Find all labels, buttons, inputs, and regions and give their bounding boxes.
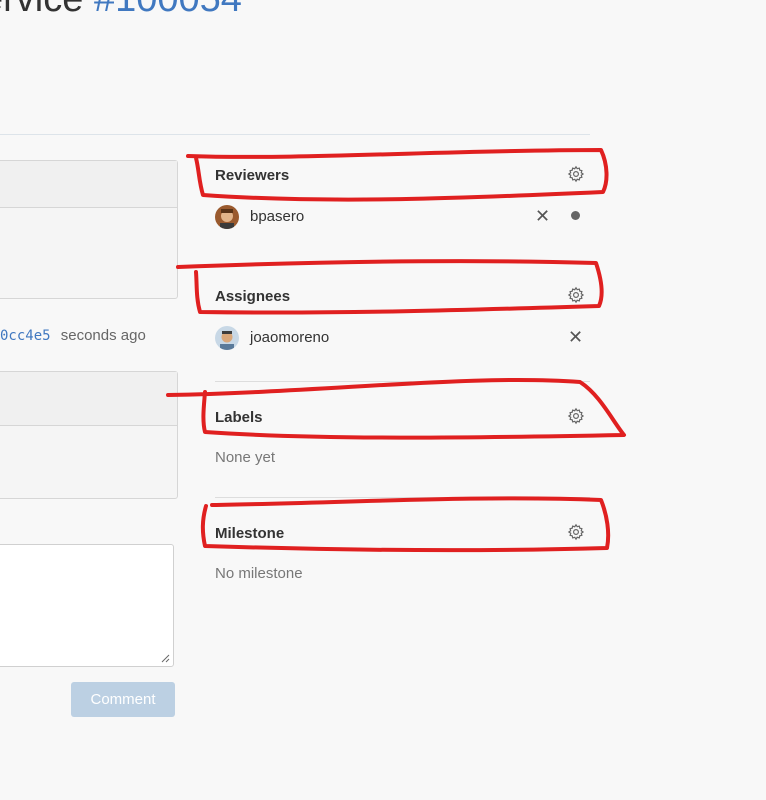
comment-textarea[interactable]: [0, 544, 174, 667]
gear-icon[interactable]: [567, 165, 585, 183]
timeline-comment-header: [0, 161, 177, 208]
milestone-heading: Milestone: [215, 525, 285, 542]
timeline-comment-panel: [0, 160, 178, 299]
reviewer-name[interactable]: bpasero: [250, 208, 305, 225]
commit-line: 0cc4e5 seconds ago: [0, 327, 146, 344]
timeline-review-panel: [0, 371, 178, 499]
sidebar-divider: [215, 497, 590, 498]
avatar[interactable]: [215, 205, 239, 229]
commit-time: seconds ago: [60, 327, 146, 344]
milestone-empty-text: No milestone: [215, 565, 303, 582]
assignees-heading: Assignees: [215, 288, 291, 305]
gear-icon[interactable]: [567, 286, 585, 304]
labels-empty-text: None yet: [215, 449, 276, 466]
commit-sha-link[interactable]: 0cc4e5: [0, 328, 51, 344]
pr-number: #100054: [94, 0, 242, 20]
avatar[interactable]: [215, 326, 239, 350]
timeline-review-header: [0, 372, 177, 426]
close-icon[interactable]: ✕: [568, 327, 584, 347]
comment-button[interactable]: Comment: [71, 682, 175, 717]
assignee-name[interactable]: joaomoreno: [250, 329, 330, 346]
page-title-text: ervice: [0, 0, 83, 20]
close-icon[interactable]: ✕: [535, 206, 551, 226]
reviewers-heading: Reviewers: [215, 167, 290, 184]
labels-heading: Labels: [215, 409, 263, 426]
sidebar-divider: [215, 381, 590, 382]
header-divider: [0, 134, 590, 135]
dot-icon: [571, 211, 580, 220]
resize-grip-icon[interactable]: [160, 653, 170, 663]
page-title: ervice #100054: [0, 0, 242, 21]
gear-icon[interactable]: [567, 523, 585, 541]
gear-icon[interactable]: [567, 407, 585, 425]
